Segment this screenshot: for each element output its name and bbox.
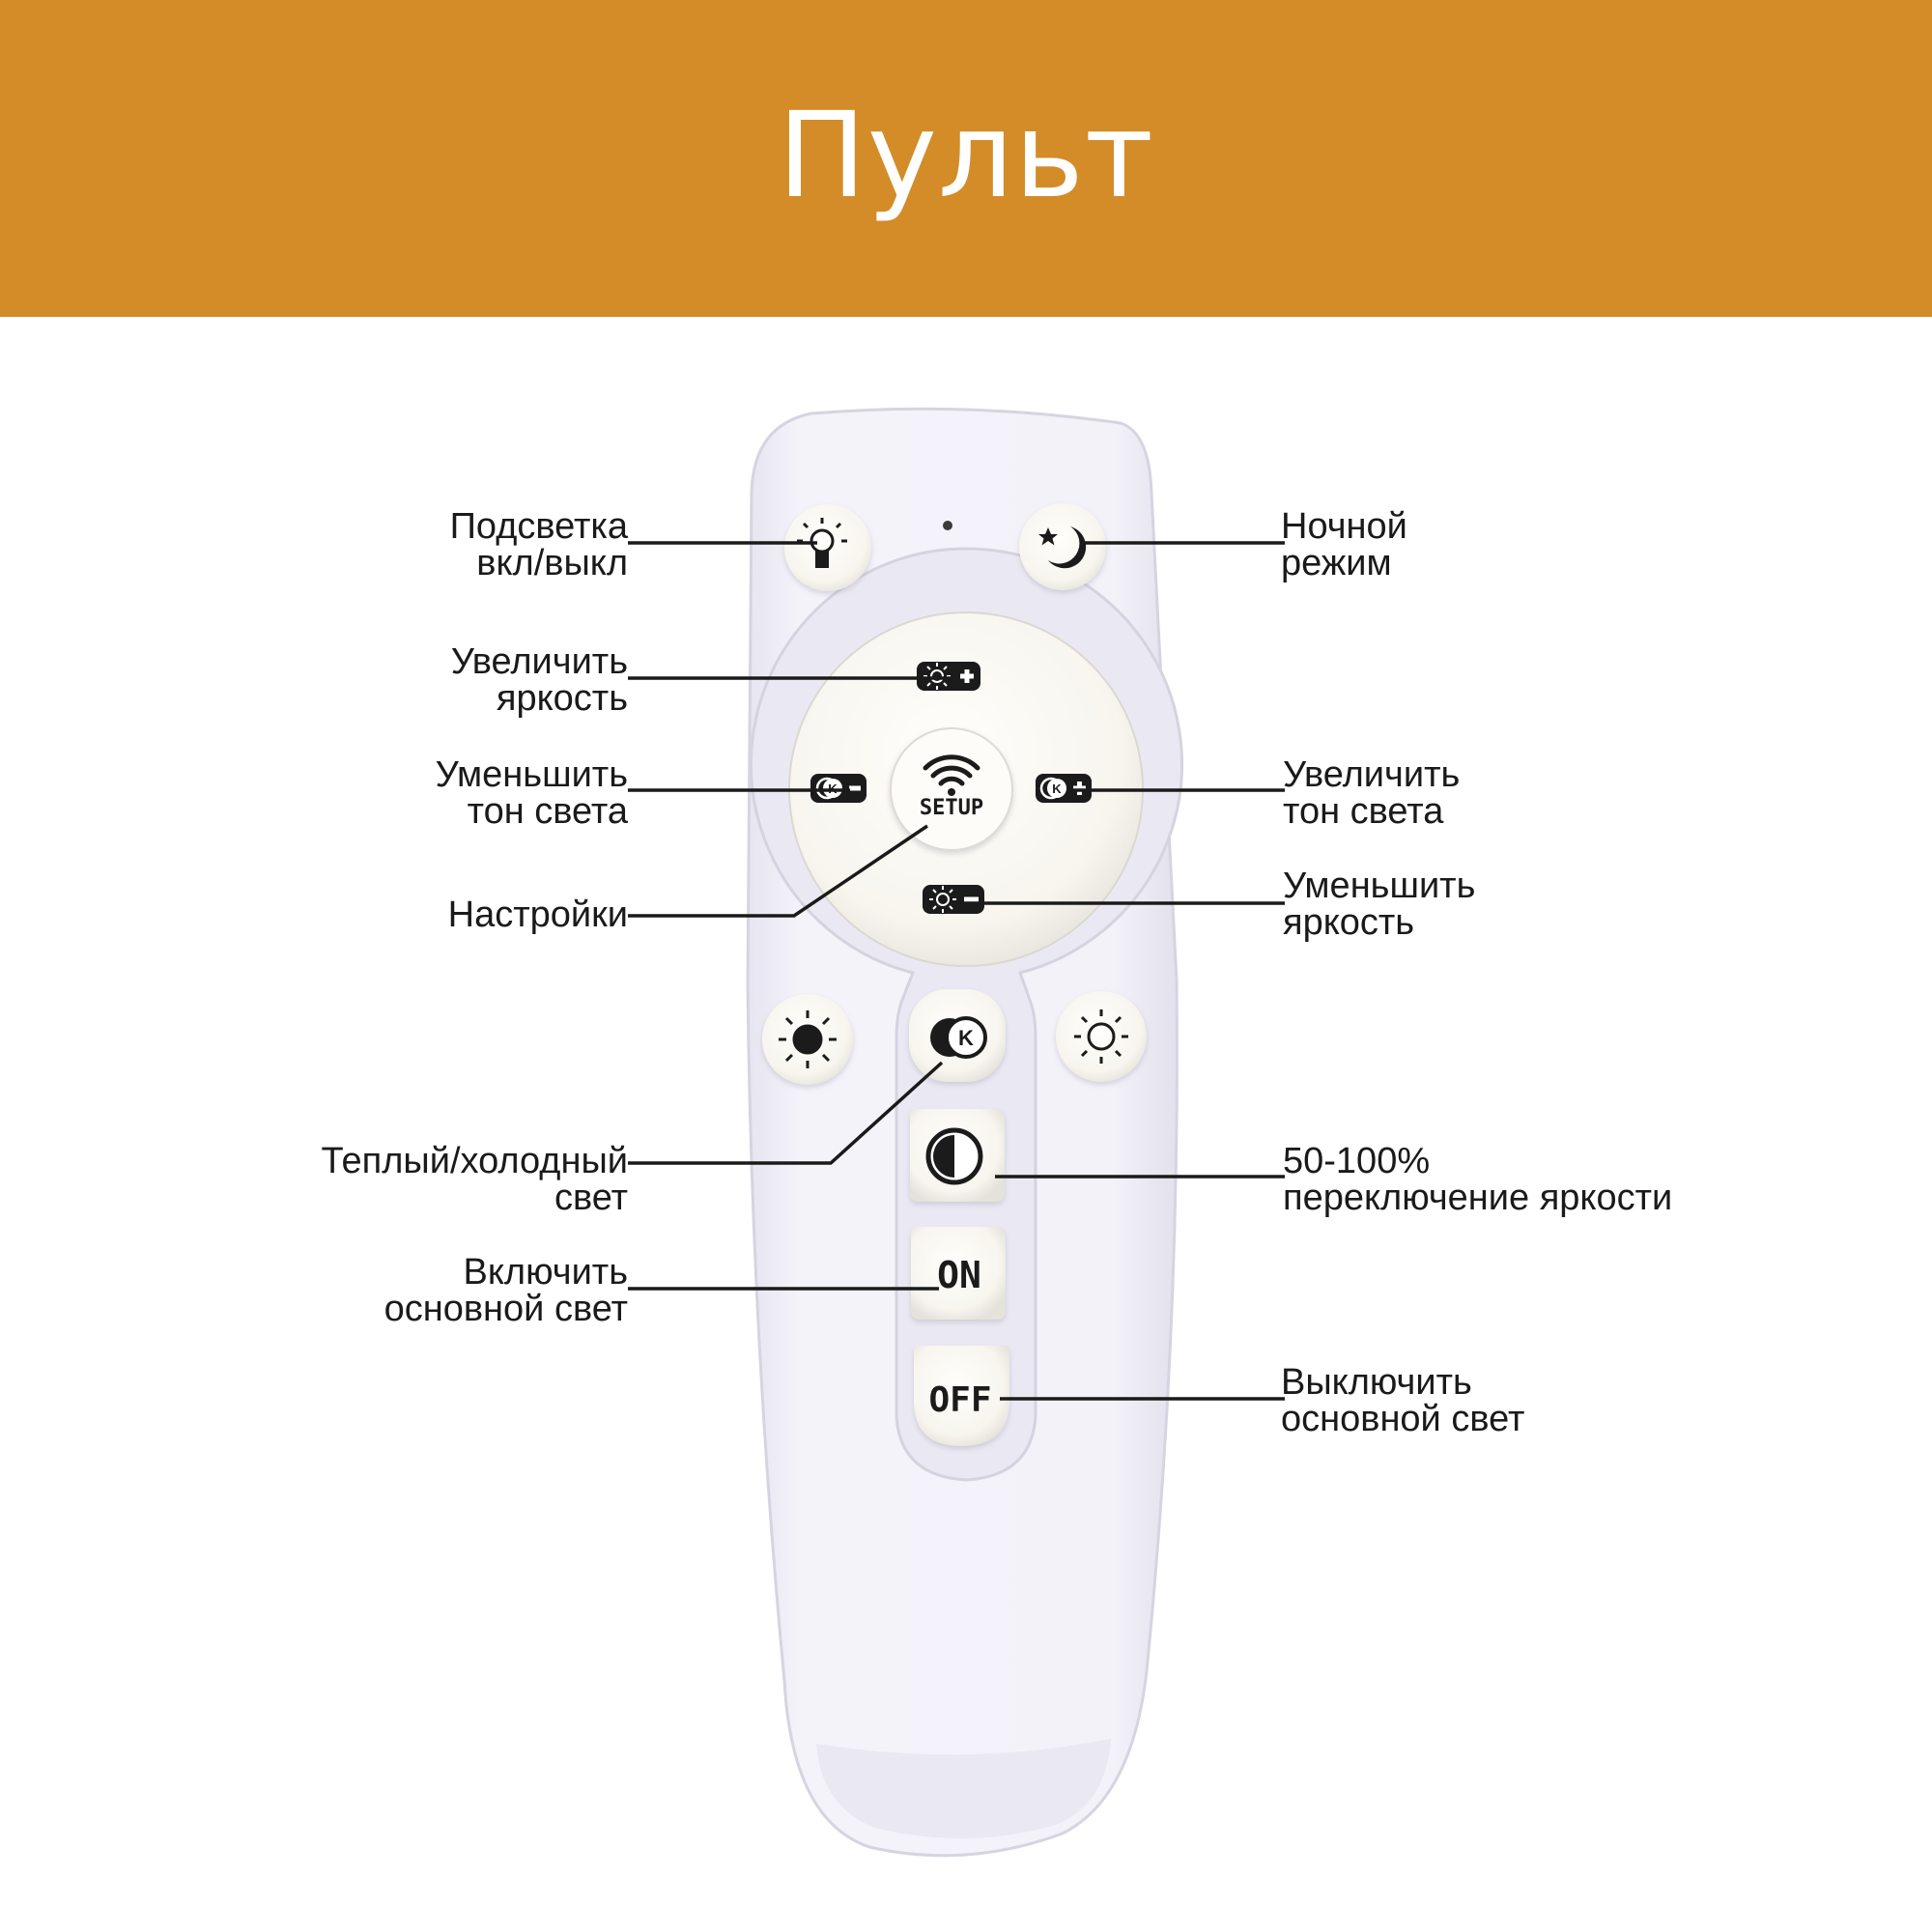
backlight-button[interactable]: [784, 504, 871, 591]
moon-star-icon: [1038, 526, 1087, 569]
night-mode-button[interactable]: [1019, 503, 1106, 590]
sun-filled-icon: [779, 1010, 837, 1068]
tone-down-button[interactable]: K: [810, 774, 867, 803]
header-band: [0, 0, 1932, 317]
label-brightness-switch: 50-100%переключение яркости: [1283, 1141, 1673, 1218]
ir-indicator: [943, 521, 952, 530]
wifi-icon: [923, 754, 980, 796]
night-light-button[interactable]: [1056, 991, 1147, 1082]
kelvin-plus-icon: K: [1039, 777, 1086, 800]
leader-lines: [628, 541, 1285, 1401]
full-brightness-button[interactable]: [762, 994, 853, 1085]
half-circle-icon: [925, 1127, 983, 1185]
warm-cold-button[interactable]: K: [909, 989, 1006, 1082]
page-title: Пульт: [778, 87, 1154, 224]
sun-outline-icon: [1074, 1009, 1128, 1064]
svg-text:K: K: [1052, 781, 1062, 796]
off-label: OFF: [928, 1380, 991, 1420]
sun-minus-icon: [929, 886, 979, 913]
leader-warm-cold: [628, 1061, 944, 1165]
tone-up-button[interactable]: K: [1036, 774, 1092, 803]
on-label: ON: [937, 1254, 981, 1296]
remote-bottom-bevel: [816, 1739, 1111, 1839]
brightness-up-button[interactable]: [917, 662, 980, 691]
off-button[interactable]: OFF: [914, 1346, 1009, 1446]
on-button[interactable]: ON: [911, 1227, 1006, 1320]
kelvin-badge: K: [958, 1026, 974, 1050]
brightness-down-button[interactable]: [923, 885, 984, 914]
brightness-switch-button[interactable]: [910, 1109, 1005, 1202]
setup-label: SETUP: [920, 796, 983, 820]
lamp-icon: [797, 518, 847, 568]
leader-settings: [628, 824, 928, 918]
sun-plus-icon: [923, 663, 974, 690]
label-settings: Настройки: [447, 895, 628, 935]
